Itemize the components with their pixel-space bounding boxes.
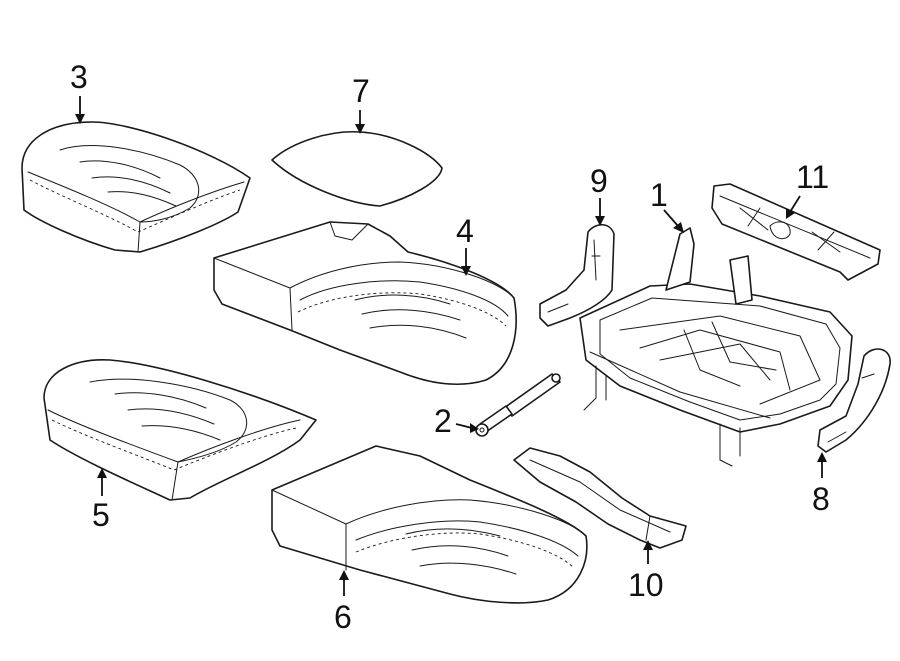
- part-2-gas-strut: [475, 373, 561, 437]
- callout-8: 8: [812, 481, 830, 517]
- part-1-seat-frame: [579, 227, 853, 467]
- callout-5: 5: [92, 497, 110, 533]
- callout-arrows: [75, 96, 827, 596]
- callout-11: 11: [796, 159, 829, 195]
- part-5-backrest-pad: [43, 359, 317, 501]
- part-3-cushion-cover: [21, 121, 251, 253]
- callout-7: 7: [352, 73, 370, 109]
- part-10-trim-strip: [513, 447, 687, 549]
- callout-10: 10: [628, 567, 664, 603]
- part-6-cushion-cover: [271, 445, 588, 604]
- part-8-side-shield: [817, 348, 891, 453]
- callout-3: 3: [70, 59, 88, 95]
- part-7-seat-pad: [271, 131, 443, 207]
- callout-1: 1: [650, 177, 668, 213]
- callout-4: 4: [456, 213, 474, 249]
- part-9-hinge-cover: [539, 223, 615, 327]
- callout-9: 9: [590, 163, 608, 199]
- part-4-cushion-pad: [213, 221, 517, 385]
- callout-6: 6: [334, 599, 352, 635]
- callout-2: 2: [434, 403, 452, 439]
- part-11-rear-panel: [711, 183, 881, 281]
